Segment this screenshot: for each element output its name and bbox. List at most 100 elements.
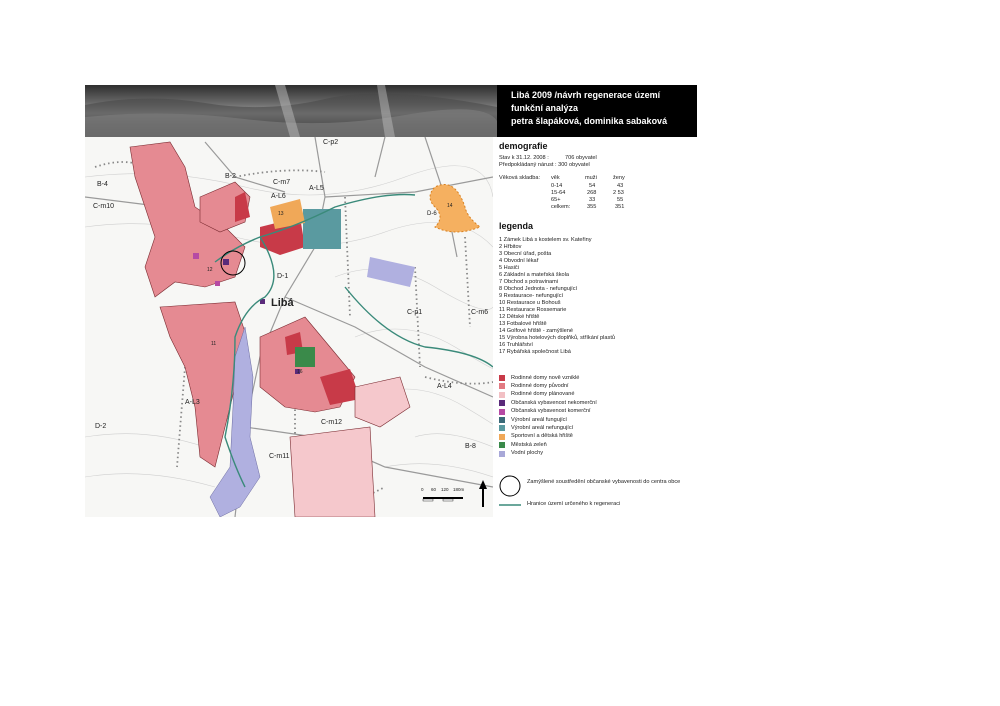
- age-row-15-64: 15-64: [551, 190, 566, 196]
- north-arrow-icon: [479, 480, 487, 507]
- demografie-stav: Stav k 31.12. 2008 :: [499, 155, 549, 161]
- legend-color-label: Rodinné domy původní: [511, 382, 569, 389]
- age-row-0-14-muzi: 54: [589, 183, 596, 189]
- legend-color-label: Městská zeleň: [511, 441, 547, 448]
- legend-color-label: Výrobní areál nefungující: [511, 424, 574, 431]
- age-row-65-muzi: 33: [589, 197, 596, 203]
- legend-swatch: [499, 433, 505, 440]
- legend-swatch: [499, 400, 505, 407]
- pond: [367, 257, 415, 287]
- zone-label-d6: D-6: [427, 211, 437, 217]
- legend-swatch: [499, 425, 505, 432]
- age-row-0-14-zeny: 43: [617, 183, 624, 189]
- title-line-2: funkční analýza: [511, 103, 579, 113]
- age-col-muzi: muži: [585, 175, 597, 181]
- age-row-65: 65+: [551, 197, 561, 203]
- site-label-13: 13: [278, 211, 284, 217]
- age-row-65-zeny: 55: [617, 197, 624, 203]
- zone-label-cp2: C-p2: [323, 139, 339, 146]
- legend-swatch: [499, 417, 505, 423]
- legend-item: 8 Obchod Jednota - nefungující: [499, 286, 578, 292]
- zone-label-b2: B-2: [225, 173, 236, 180]
- legend-item: 12 Dětské hřiště: [499, 314, 540, 320]
- legend-color-label: Vodní plochy: [511, 450, 544, 457]
- amenity-commercial-3: [295, 369, 300, 374]
- site-label-14: 14: [447, 203, 453, 209]
- center-circle: [220, 250, 246, 276]
- map-drawing: [85, 137, 493, 517]
- legend-item: 11 Restaurace Rossemarie: [499, 307, 567, 313]
- info-panel: demografie Stav k 31.12. 2008 : 706 obyv…: [499, 141, 697, 517]
- legend-color-label: Rodinné domy plánované: [511, 391, 575, 398]
- golf-course: [429, 184, 482, 233]
- legend-item: 5 Hasiči: [499, 265, 519, 271]
- panorama-photo: [85, 85, 497, 137]
- amenity-commercial-2: [215, 281, 220, 286]
- legend-swatch: [499, 391, 505, 398]
- legend-item: 14 Golfové hřiště - zamýšlené: [499, 328, 573, 334]
- zone-label-cm6: C-m6: [471, 309, 489, 316]
- site-label-12: 12: [207, 267, 213, 273]
- demografie-vekova-label: Věková skladba:: [499, 175, 541, 181]
- land-use-map: B-4 C-m10 B-2 C-m7 C-p2 A-L6 A-L5 D-1 Li…: [85, 137, 493, 517]
- water-body: [209, 326, 261, 517]
- city-green: [295, 347, 315, 367]
- zone-label-cm10: C-m10: [93, 203, 115, 210]
- legenda-heading: legenda: [499, 221, 534, 231]
- zone-label-al5: A-L5: [309, 185, 324, 192]
- legend-item: 16 Truhlářství: [499, 342, 533, 348]
- legend-line-label: Hranice území určeného k regeneraci: [527, 501, 621, 507]
- residential-new: [235, 192, 360, 405]
- title-box: Libá 2009 /návrh regenerace území funkčn…: [497, 85, 697, 137]
- scale-label-120: 120: [441, 487, 449, 492]
- site-label-16: 16: [297, 369, 303, 375]
- demografie-narust: Předpokládaný nárust : 300 obyvatel: [499, 162, 590, 168]
- site-label-11: 11: [211, 341, 217, 347]
- zone-label-b4: B-4: [97, 181, 108, 188]
- zone-label-b8: B-8: [465, 443, 476, 450]
- legend-item: 4 Obvodní lékař: [499, 258, 539, 264]
- age-row-15-64-zeny: 2 53: [613, 190, 624, 196]
- age-row-celkem-muzi: 355: [587, 204, 597, 210]
- scale-label-180: 180m: [453, 487, 465, 492]
- legend-line-icon: [499, 504, 521, 506]
- zone-label-d1: D-1: [277, 273, 289, 280]
- scale-bar: [422, 497, 463, 502]
- legend-swatch: [499, 383, 505, 390]
- zone-label-cm12: C-m12: [321, 419, 343, 426]
- legend-item: 15 Výrobna hotelových doplňků, stříkání …: [499, 335, 615, 341]
- scale-label-0: 0: [421, 487, 424, 492]
- age-row-celkem-zeny: 351: [615, 204, 625, 210]
- legend-color-label: Občanská vybavenost nekomerční: [511, 399, 597, 406]
- panorama-silhouette: [85, 85, 497, 137]
- zone-label-cp1: C-p1: [407, 309, 423, 316]
- title-line-3: petra šlapáková, dominika sabaková: [511, 116, 668, 126]
- scale-label-60: 60: [431, 487, 437, 492]
- age-col-zeny: ženy: [613, 175, 625, 181]
- title-line-1: Libá 2009 /návrh regenerace území: [511, 90, 661, 100]
- legend-item: 6 Základní a mateřská škola: [499, 272, 569, 278]
- legend-swatch: [499, 375, 505, 381]
- regeneration-boundary: [214, 193, 493, 488]
- legend-item: 3 Obecní úřad, pošta: [499, 251, 552, 257]
- age-row-0-14: 0-14: [551, 183, 563, 189]
- legend-circle-label: Zamýšlené soustředění občanské vybavenos…: [527, 479, 681, 485]
- legend-item: 13 Fotbalové hřiště: [499, 321, 547, 327]
- legend-circle-icon: [499, 475, 521, 497]
- zone-label-al4: A-L4: [437, 383, 452, 390]
- zone-label-cm11: C-m11: [269, 453, 290, 460]
- zone-label-liba: Libá: [271, 297, 294, 309]
- residential-planned: [289, 376, 411, 517]
- amenity-commercial: [193, 253, 199, 259]
- legend-swatch: [499, 442, 505, 449]
- zone-label-al3: A-L3: [185, 399, 200, 406]
- legend-swatch: [499, 450, 505, 457]
- legend-color-label: Sportovní a dětská hřiště: [511, 433, 573, 440]
- legend-item: 9 Restaurace- nefungující: [499, 293, 564, 299]
- age-row-15-64-muzi: 268: [587, 190, 597, 196]
- demografie-stav-value: 706 obyvatel: [565, 155, 597, 161]
- legend-item: 2 Hřbitov: [499, 244, 522, 250]
- zone-label-al6: A-L6: [271, 193, 286, 200]
- legend-color-label: Rodinné domy nově vzniklé: [511, 374, 580, 381]
- demografie-heading: demografie: [499, 141, 548, 151]
